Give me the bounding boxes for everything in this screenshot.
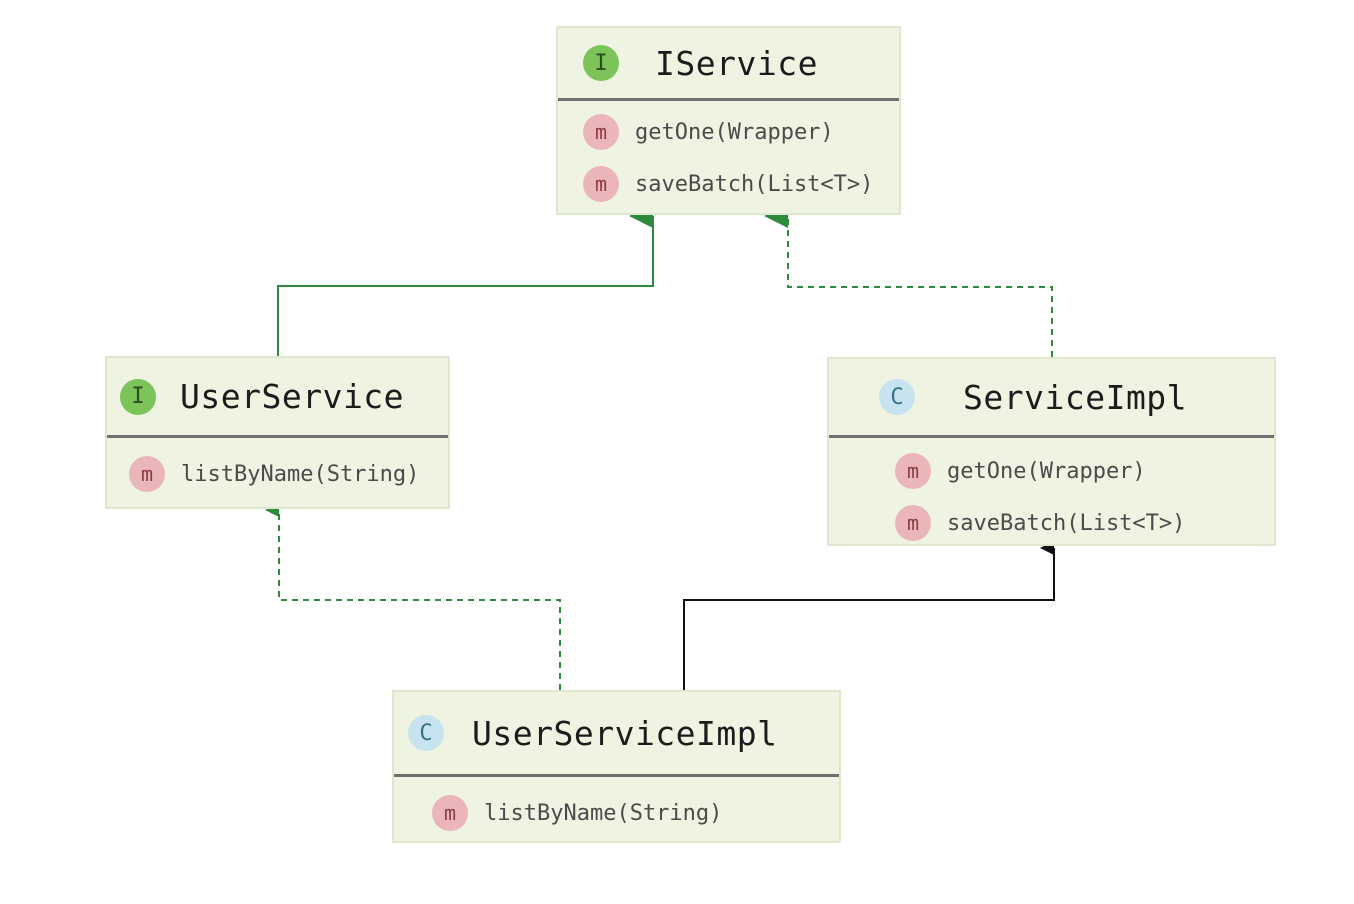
interface-icon: I [120, 378, 156, 415]
edge-userserviceimpl-extends-serviceimpl [683, 541, 1055, 690]
method-row[interactable]: m listByName(String) [432, 787, 839, 839]
serviceimpl-title: ServiceImpl [963, 377, 1188, 417]
method-icon: m [895, 505, 931, 541]
method-row[interactable]: m saveBatch(List<T>) [583, 158, 899, 210]
method-label: getOne(Wrapper) [635, 119, 834, 145]
method-label: listByName(String) [484, 800, 723, 826]
edge-serviceimpl-implements-iservice [764, 204, 1053, 357]
iservice-title: IService [655, 43, 818, 83]
edge-userservice-extends-iservice [277, 204, 654, 356]
method-row[interactable]: m getOne(Wrapper) [895, 445, 1274, 497]
userserviceimpl-title: UserServiceImpl [472, 713, 778, 753]
method-icon: m [129, 456, 165, 492]
userservice-title: UserService [180, 377, 405, 416]
method-icon: m [895, 453, 931, 489]
iservice-node[interactable]: I IService m getOne(Wrapper) m saveBatch… [556, 26, 901, 215]
method-label: listByName(String) [181, 461, 420, 487]
edge-userserviceimpl-implements-userservice [265, 503, 561, 690]
serviceimpl-node[interactable]: C ServiceImpl m getOne(Wrapper) m saveBa… [827, 357, 1276, 546]
method-row[interactable]: m listByName(String) [129, 448, 448, 500]
method-label: getOne(Wrapper) [947, 458, 1146, 484]
method-icon: m [583, 166, 619, 202]
method-icon: m [583, 114, 619, 150]
interface-icon: I [583, 45, 619, 81]
method-icon: m [432, 795, 468, 831]
userserviceimpl-node[interactable]: C UserServiceImpl m listByName(String) [392, 690, 841, 843]
method-row[interactable]: m saveBatch(List<T>) [895, 497, 1274, 549]
method-label: saveBatch(List<T>) [947, 510, 1186, 536]
class-icon: C [408, 715, 444, 751]
class-icon: C [879, 379, 915, 415]
method-row[interactable]: m getOne(Wrapper) [583, 106, 899, 158]
method-label: saveBatch(List<T>) [635, 171, 874, 197]
userservice-node[interactable]: I UserService m listByName(String) [105, 356, 450, 509]
